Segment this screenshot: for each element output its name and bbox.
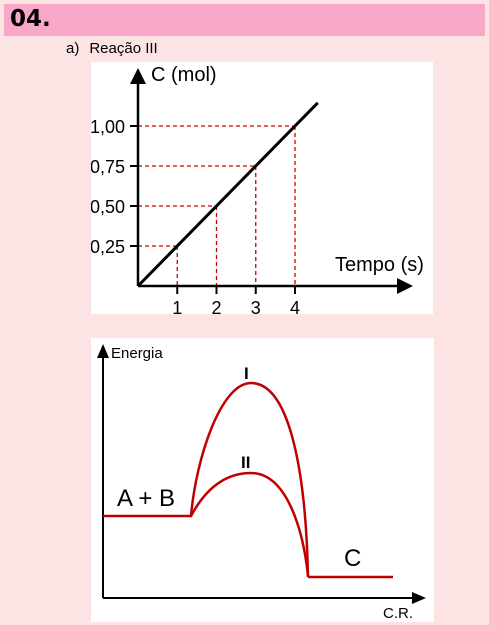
concentration-chart: 1 2 3 4 0,25 0,50 0,75 1,00 C (mol) Tempo (s) (91, 64, 424, 314)
subtitle-marker: a) (66, 40, 80, 57)
reaction-coordinate-title: C.R. (383, 605, 413, 622)
curve-I-label: I (244, 364, 249, 383)
x-axis-title: Tempo (s) (335, 254, 424, 276)
subtitle-text: Reação III (89, 40, 158, 57)
y-tick-label: 0,50 (91, 197, 125, 217)
reactants-label: A + B (117, 485, 175, 512)
y-axis-title: C (mol) (151, 64, 217, 86)
header-bar: 04. (4, 4, 485, 36)
energy-diagram-panel: Energia C.R. I II A + B C (91, 338, 434, 622)
energy-axis-title: Energia (111, 345, 163, 362)
y-tick-label: 1,00 (91, 117, 125, 137)
concentration-line (136, 101, 319, 288)
y-tick-label: 0,75 (91, 157, 125, 177)
curve-I (103, 381, 310, 577)
x-tick-label: 2 (211, 298, 221, 314)
products-label: C (344, 545, 361, 572)
concentration-chart-panel: 1 2 3 4 0,25 0,50 0,75 1,00 C (mol) Tempo (s) (91, 62, 433, 314)
energy-axis-arrowhead (97, 344, 109, 358)
curve-II (189, 471, 310, 577)
subtitle: a) Reação III (66, 40, 158, 57)
y-axis-arrowhead (130, 68, 146, 84)
curve-II-label: II (241, 453, 250, 472)
question-number: 04. (10, 6, 51, 32)
x-tick-label: 4 (290, 298, 300, 314)
energy-diagram: Energia C.R. I II A + B C (97, 344, 426, 622)
x-axis-arrowhead (397, 278, 413, 294)
reaction-coordinate-arrowhead (412, 592, 426, 604)
x-tick-label: 3 (251, 298, 261, 314)
y-tick-label: 0,25 (91, 237, 125, 257)
x-tick-label: 1 (172, 298, 182, 314)
